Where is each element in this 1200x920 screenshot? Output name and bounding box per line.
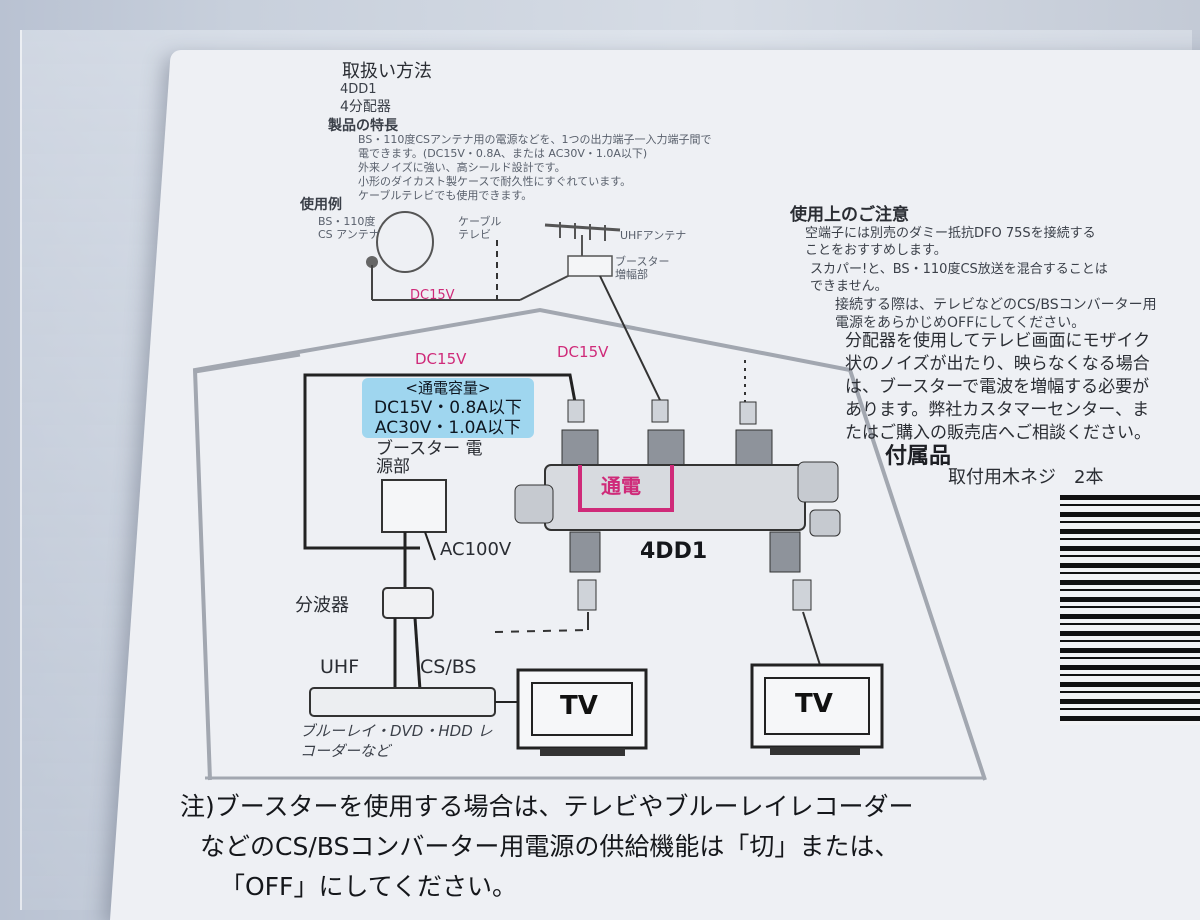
feature-line-3: 外来ノイズに強い、高シールド設計です。 bbox=[358, 161, 566, 174]
csbs-label: CS/BS bbox=[420, 656, 477, 678]
feature-line-1: BS・110度CSアンテナ用の電源などを、1つの出力端子一入力端子間で bbox=[358, 133, 712, 146]
note-line-2: などのCS/BSコンバーター用電源の供給機能は「切」または、 bbox=[200, 832, 900, 861]
note-line-3: 「OFF」にしてください。 bbox=[220, 872, 517, 901]
booster-amp-box bbox=[567, 255, 613, 277]
recorder-device bbox=[309, 687, 496, 717]
uhf-antenna-label: UHFアンテナ bbox=[620, 229, 687, 242]
recorder-label: ブルーレイ・DVD・HDD レコーダーなど bbox=[300, 722, 493, 760]
bs-antenna-label: BS・110度CS アンテナ bbox=[318, 215, 380, 241]
device-model-label: 4DD1 bbox=[640, 539, 708, 564]
ac100v-label: AC100V bbox=[440, 539, 512, 560]
uhf-label: UHF bbox=[320, 656, 360, 678]
booster-power-box bbox=[381, 479, 447, 533]
caution-item-4: 分配器を使用してテレビ画面にモザイク状のノイズが出たり、映らなくなる場合は、ブー… bbox=[845, 331, 1151, 443]
power-capacity-line-2: AC30V・1.0A以下 bbox=[374, 418, 522, 438]
caution-item-2: スカパー!と、BS・110度CS放送を混合することはできません。 bbox=[810, 262, 1108, 294]
usage-heading: 使用例 bbox=[300, 197, 342, 213]
tv-1-label: TV bbox=[560, 691, 598, 721]
uhf-antenna bbox=[544, 223, 621, 232]
power-capacity-title: <通電容量> bbox=[405, 379, 491, 397]
feature-line-5: ケーブルテレビでも使用できます。 bbox=[358, 189, 533, 202]
cautions-heading: 使用上のご注意 bbox=[790, 205, 909, 225]
dc15v-house-left-label: DC15V bbox=[415, 350, 467, 368]
caution-item-3: 接続する際は、テレビなどのCS/BSコンバーター用電源をあらかじめOFFにしてく… bbox=[835, 297, 1157, 332]
cable-tv-label: ケーブル テレビ bbox=[458, 215, 502, 241]
tsuden-highlight bbox=[578, 465, 674, 512]
power-capacity-line-1: DC15V・0.8A以下 bbox=[374, 398, 522, 418]
wave-splitter-box bbox=[382, 587, 434, 619]
photo-background: 取扱い方法 4DD1 4分配器 製品の特長 BS・110度CSアンテナ用の電源な… bbox=[20, 30, 1200, 920]
note-line-1: 注)ブースターを使用する場合は、テレビやブルーレイレコーダー bbox=[180, 792, 914, 821]
dc15v-house-mid-label: DC15V bbox=[557, 343, 609, 361]
dc15v-left-label: DC15V bbox=[410, 288, 455, 303]
tv-2-label: TV bbox=[795, 689, 833, 719]
caution-item-1: 空端子には別売のダミー抵抗DFO 75Sを接続することをおすすめします。 bbox=[805, 226, 1096, 258]
header-category: 4分配器 bbox=[340, 99, 391, 115]
booster-power-label: ブースター 電源部 bbox=[376, 439, 483, 477]
tsuden-label: 通電 bbox=[601, 474, 641, 498]
header-model: 4DD1 bbox=[340, 82, 377, 97]
wave-splitter-label: 分波器 bbox=[295, 595, 349, 616]
header-title: 取扱い方法 bbox=[342, 61, 432, 82]
accessories-item: 取付用木ネジ 2本 bbox=[948, 467, 1104, 488]
usage-diagram bbox=[192, 211, 987, 781]
splitter-body bbox=[544, 464, 806, 531]
accessories-heading: 付属品 bbox=[885, 444, 952, 469]
house-outline bbox=[192, 307, 987, 781]
features-heading: 製品の特長 bbox=[328, 118, 398, 134]
bs-antenna-dish bbox=[376, 211, 434, 273]
barcode bbox=[1060, 495, 1200, 725]
feature-line-2: 電できます。(DC15V・0.8A、または AC30V・1.0A以下) bbox=[358, 147, 648, 160]
booster-amp-label: ブースター 増幅部 bbox=[615, 255, 670, 281]
power-capacity-box: <通電容量> DC15V・0.8A以下 AC30V・1.0A以下 bbox=[362, 378, 534, 438]
feature-line-4: 小形のダイカスト製ケースで耐久性にすぐれています。 bbox=[358, 175, 632, 188]
